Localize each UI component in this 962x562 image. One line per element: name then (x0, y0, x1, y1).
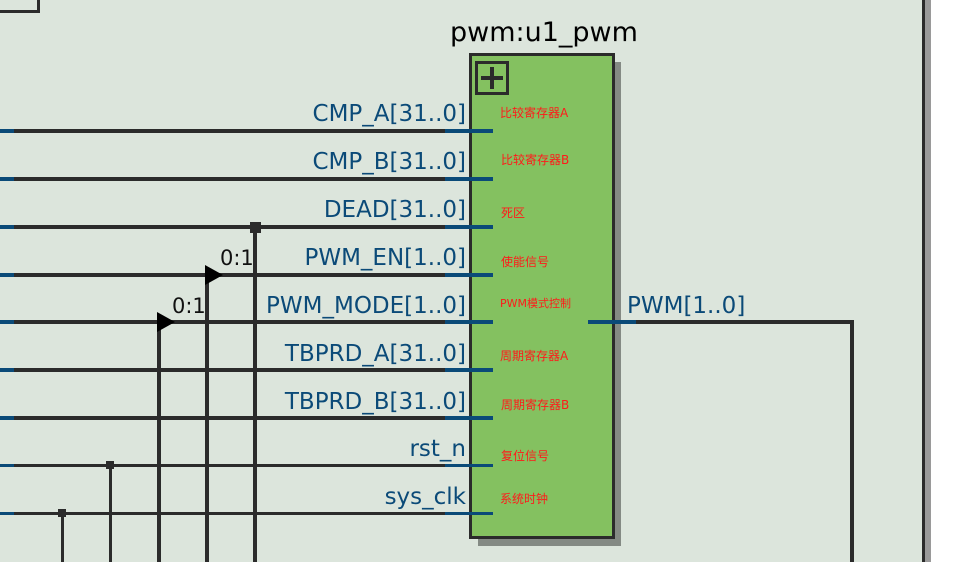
offscreen-stub (0, 368, 14, 372)
wire-pwm-mode-branch[interactable] (157, 320, 161, 562)
pwm-instance-block[interactable] (469, 53, 615, 539)
port-desc-cmp-b: 比较寄存器B (501, 153, 570, 167)
port-desc-dead: 死区 (501, 206, 526, 220)
offscreen-stub (0, 464, 14, 467)
port-label-pwm-mode: PWM_MODE[1..0] (266, 293, 466, 319)
bus-tap-label: 0:1 (172, 294, 206, 318)
port-label-area: CMP_A[31..0] CMP_B[31..0] DEAD[31..0] PW… (0, 0, 466, 562)
port-label-tbprd-b: TBPRD_B[31..0] (284, 389, 466, 415)
port-stub-pwm-mode[interactable] (445, 320, 493, 324)
port-desc-pwm-mode: PWM模式控制 (500, 297, 572, 310)
bus-tap-label: 0:1 (220, 246, 254, 270)
wire-pwm-en-branch[interactable] (205, 273, 209, 562)
offscreen-stub (0, 320, 14, 324)
junction-dot (58, 509, 66, 517)
wire-sys-clk-branch[interactable] (61, 512, 64, 562)
schematic-canvas[interactable]: 0:1 0:1 pwm:u1_pwm CMP_A[31..0] CMP_B[31… (0, 0, 923, 562)
instance-title: pwm:u1_pwm (450, 17, 638, 48)
bus-tap-arrow-icon (157, 312, 175, 332)
port-label-sys-clk: sys_clk (384, 484, 466, 510)
port-stub-rst-n[interactable] (445, 464, 493, 467)
wire-dead-branch[interactable] (253, 225, 257, 562)
expand-button[interactable] (475, 61, 509, 95)
port-label-pwm-en: PWM_EN[1..0] (304, 245, 466, 271)
offscreen-stub (0, 512, 14, 515)
port-label-cmp-a: CMP_A[31..0] (312, 101, 466, 127)
port-stub-cmp-a[interactable] (445, 129, 493, 133)
wire-tbprd-b[interactable] (0, 416, 445, 420)
port-desc-sys-clk: 系统时钟 (500, 492, 549, 506)
port-stub-tbprd-b[interactable] (445, 416, 493, 420)
port-stub-sys-clk[interactable] (445, 512, 493, 515)
port-desc-pwm-en: 使能信号 (501, 255, 550, 269)
port-desc-tbprd-b: 周期寄存器B (501, 398, 570, 412)
offscreen-stub (0, 129, 14, 133)
port-desc-cmp-a: 比较寄存器A (500, 106, 569, 120)
canvas-scroll-edge (925, 0, 931, 562)
port-label-dead: DEAD[31..0] (323, 197, 466, 223)
offscreen-stub (0, 225, 14, 229)
wire-pwm-out-down[interactable] (850, 320, 854, 562)
port-stub-pwm-en[interactable] (445, 273, 493, 277)
junction-dot (250, 222, 261, 233)
wire-pwm-mode[interactable] (0, 320, 445, 324)
wire-cmp-b[interactable] (0, 177, 445, 181)
wire-tbprd-a[interactable] (0, 368, 445, 372)
port-stub-dead[interactable] (445, 225, 493, 229)
offscreen-stub (0, 177, 14, 181)
offscreen-stub (0, 273, 14, 277)
wire-sys-clk[interactable] (0, 512, 445, 515)
offscreen-block-corner[interactable] (0, 0, 40, 13)
port-label-rst-n: rst_n (409, 436, 466, 462)
wire-dead[interactable] (0, 225, 445, 229)
port-label-cmp-b: CMP_B[31..0] (312, 149, 466, 175)
junction-dot (106, 461, 114, 469)
port-desc-rst-n: 复位信号 (501, 449, 550, 463)
port-stub-pwm-out[interactable] (588, 320, 636, 324)
port-desc-tbprd-a: 周期寄存器A (500, 349, 569, 363)
canvas-border (922, 0, 925, 562)
bus-tap-arrow-icon (205, 265, 223, 285)
offscreen-stub (0, 416, 14, 420)
plus-icon-stroke (490, 67, 494, 89)
port-label-tbprd-a: TBPRD_A[31..0] (284, 341, 466, 367)
wire-pwm-out[interactable] (636, 320, 854, 324)
port-stub-cmp-b[interactable] (445, 177, 493, 181)
wire-cmp-a[interactable] (0, 129, 445, 133)
wire-rst-n-branch[interactable] (109, 464, 112, 562)
port-stub-tbprd-a[interactable] (445, 368, 493, 372)
port-label-pwm-out: PWM[1..0] (627, 293, 746, 319)
wire-rst-n[interactable] (0, 464, 445, 467)
